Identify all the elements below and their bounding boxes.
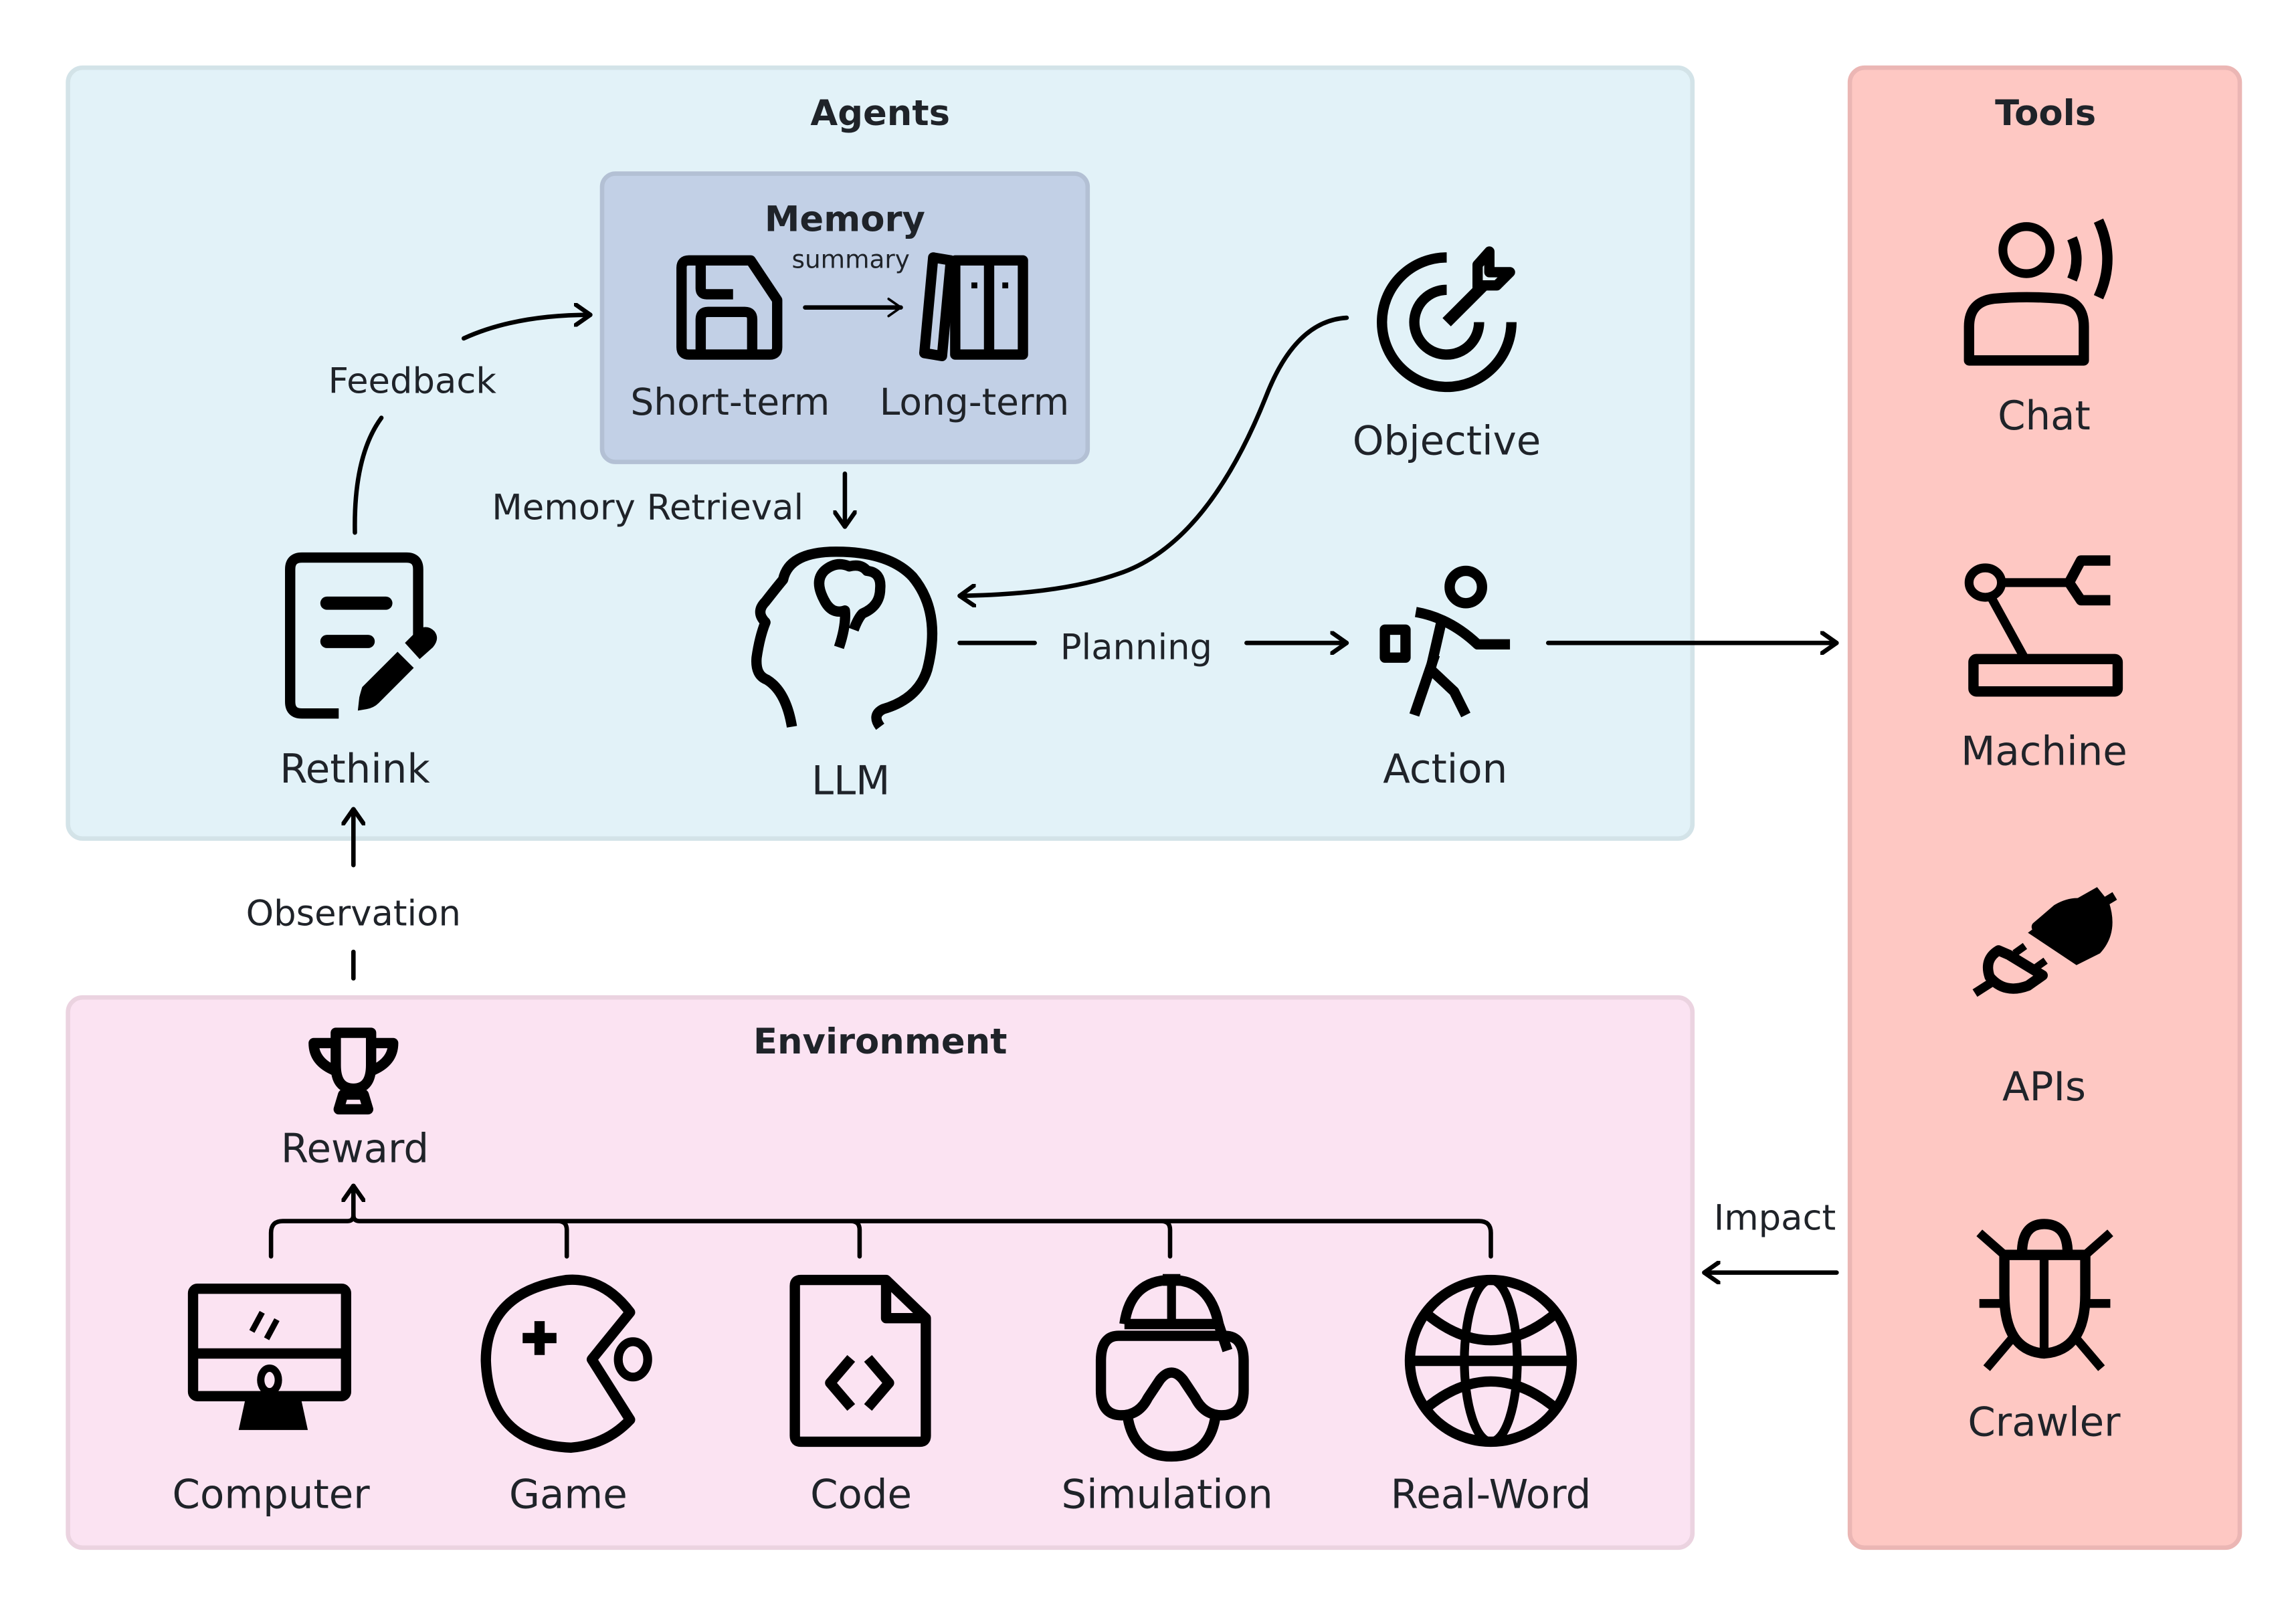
plug-icon	[1972, 887, 2117, 997]
tool-item-label: APIs	[2002, 1064, 2086, 1110]
short-term-label: Short-term	[630, 381, 830, 423]
planning-label: Planning	[1060, 627, 1212, 668]
memory-box-title: Memory	[765, 199, 925, 239]
action-label: Action	[1383, 746, 1507, 793]
rethink-label: Rethink	[280, 746, 430, 793]
vr-headset-icon	[1095, 1274, 1249, 1462]
books-icon	[919, 252, 1028, 361]
objective-to-llm-edge	[957, 315, 1349, 596]
feedback-label: Feedback	[328, 361, 497, 401]
feedback-edge	[353, 415, 384, 535]
brain-head-icon	[751, 546, 938, 730]
tools-panel-title: Tools	[1995, 93, 2096, 134]
environment-item-label: Simulation	[1061, 1472, 1272, 1518]
target-arrow-icon	[1377, 246, 1517, 393]
tools-panel	[1847, 65, 2242, 1550]
floppy-disk-icon	[676, 255, 783, 360]
tool-item-label: Crawler	[1968, 1400, 2121, 1446]
impact-label: Impact	[1714, 1198, 1836, 1239]
summary-label: summary	[792, 244, 910, 274]
reward-label: Reward	[281, 1126, 429, 1173]
tool-item-label: Chat	[1998, 393, 2091, 439]
code-file-icon	[789, 1274, 931, 1447]
running-person-icon	[1379, 565, 1511, 718]
tool-item-label: Machine	[1961, 729, 2127, 775]
environment-item-label: Real-Word	[1391, 1472, 1592, 1518]
environment-item-label: Computer	[173, 1472, 371, 1518]
person-speaking-icon	[1964, 218, 2113, 366]
llm-label: LLM	[811, 759, 890, 805]
bug-icon	[1976, 1219, 2113, 1371]
long-term-label: Long-term	[880, 381, 1069, 423]
objective-label: Objective	[1353, 419, 1541, 465]
game-icon	[480, 1274, 652, 1453]
memory-retrieval-label: Memory Retrieval	[492, 487, 803, 528]
agents-panel-title: Agents	[810, 93, 950, 134]
globe-icon	[1404, 1274, 1577, 1447]
computer-icon	[187, 1284, 351, 1430]
memory-box	[599, 171, 1090, 464]
environment-item-label: Code	[810, 1472, 912, 1518]
environment-item-label: Game	[509, 1472, 628, 1518]
trophy-icon	[308, 1027, 399, 1115]
observation-label: Observation	[246, 893, 461, 934]
environment-panel-title: Environment	[753, 1021, 1008, 1062]
feedback-arrow	[461, 315, 593, 341]
environment-panel	[66, 995, 1695, 1550]
robot-arm-icon	[1964, 555, 2123, 697]
note-edit-icon	[285, 552, 438, 719]
